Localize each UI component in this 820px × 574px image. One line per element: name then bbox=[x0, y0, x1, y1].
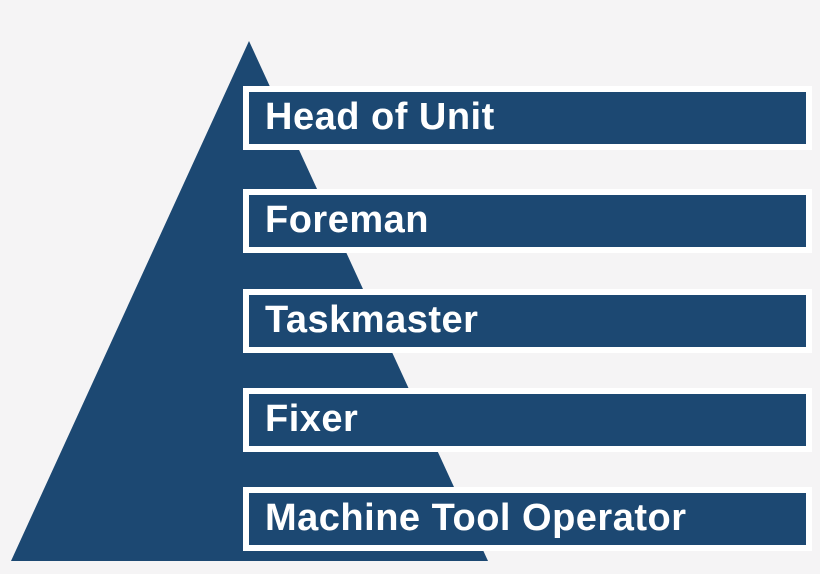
pyramid-level-label: Machine Tool Operator bbox=[265, 496, 687, 539]
pyramid-level-bar-head-of-unit: Head of Unit bbox=[243, 86, 812, 150]
pyramid-level-label: Taskmaster bbox=[265, 298, 479, 341]
pyramid-level-label: Fixer bbox=[265, 397, 359, 440]
pyramid-level-label: Head of Unit bbox=[265, 95, 495, 138]
pyramid-level-bar-taskmaster: Taskmaster bbox=[243, 289, 812, 353]
pyramid-level-bar-fixer: Fixer bbox=[243, 388, 812, 452]
pyramid-level-bar-foreman: Foreman bbox=[243, 189, 812, 253]
pyramid-level-label: Foreman bbox=[265, 198, 429, 241]
pyramid-level-bar-machine-tool-operator: Machine Tool Operator bbox=[243, 487, 812, 551]
